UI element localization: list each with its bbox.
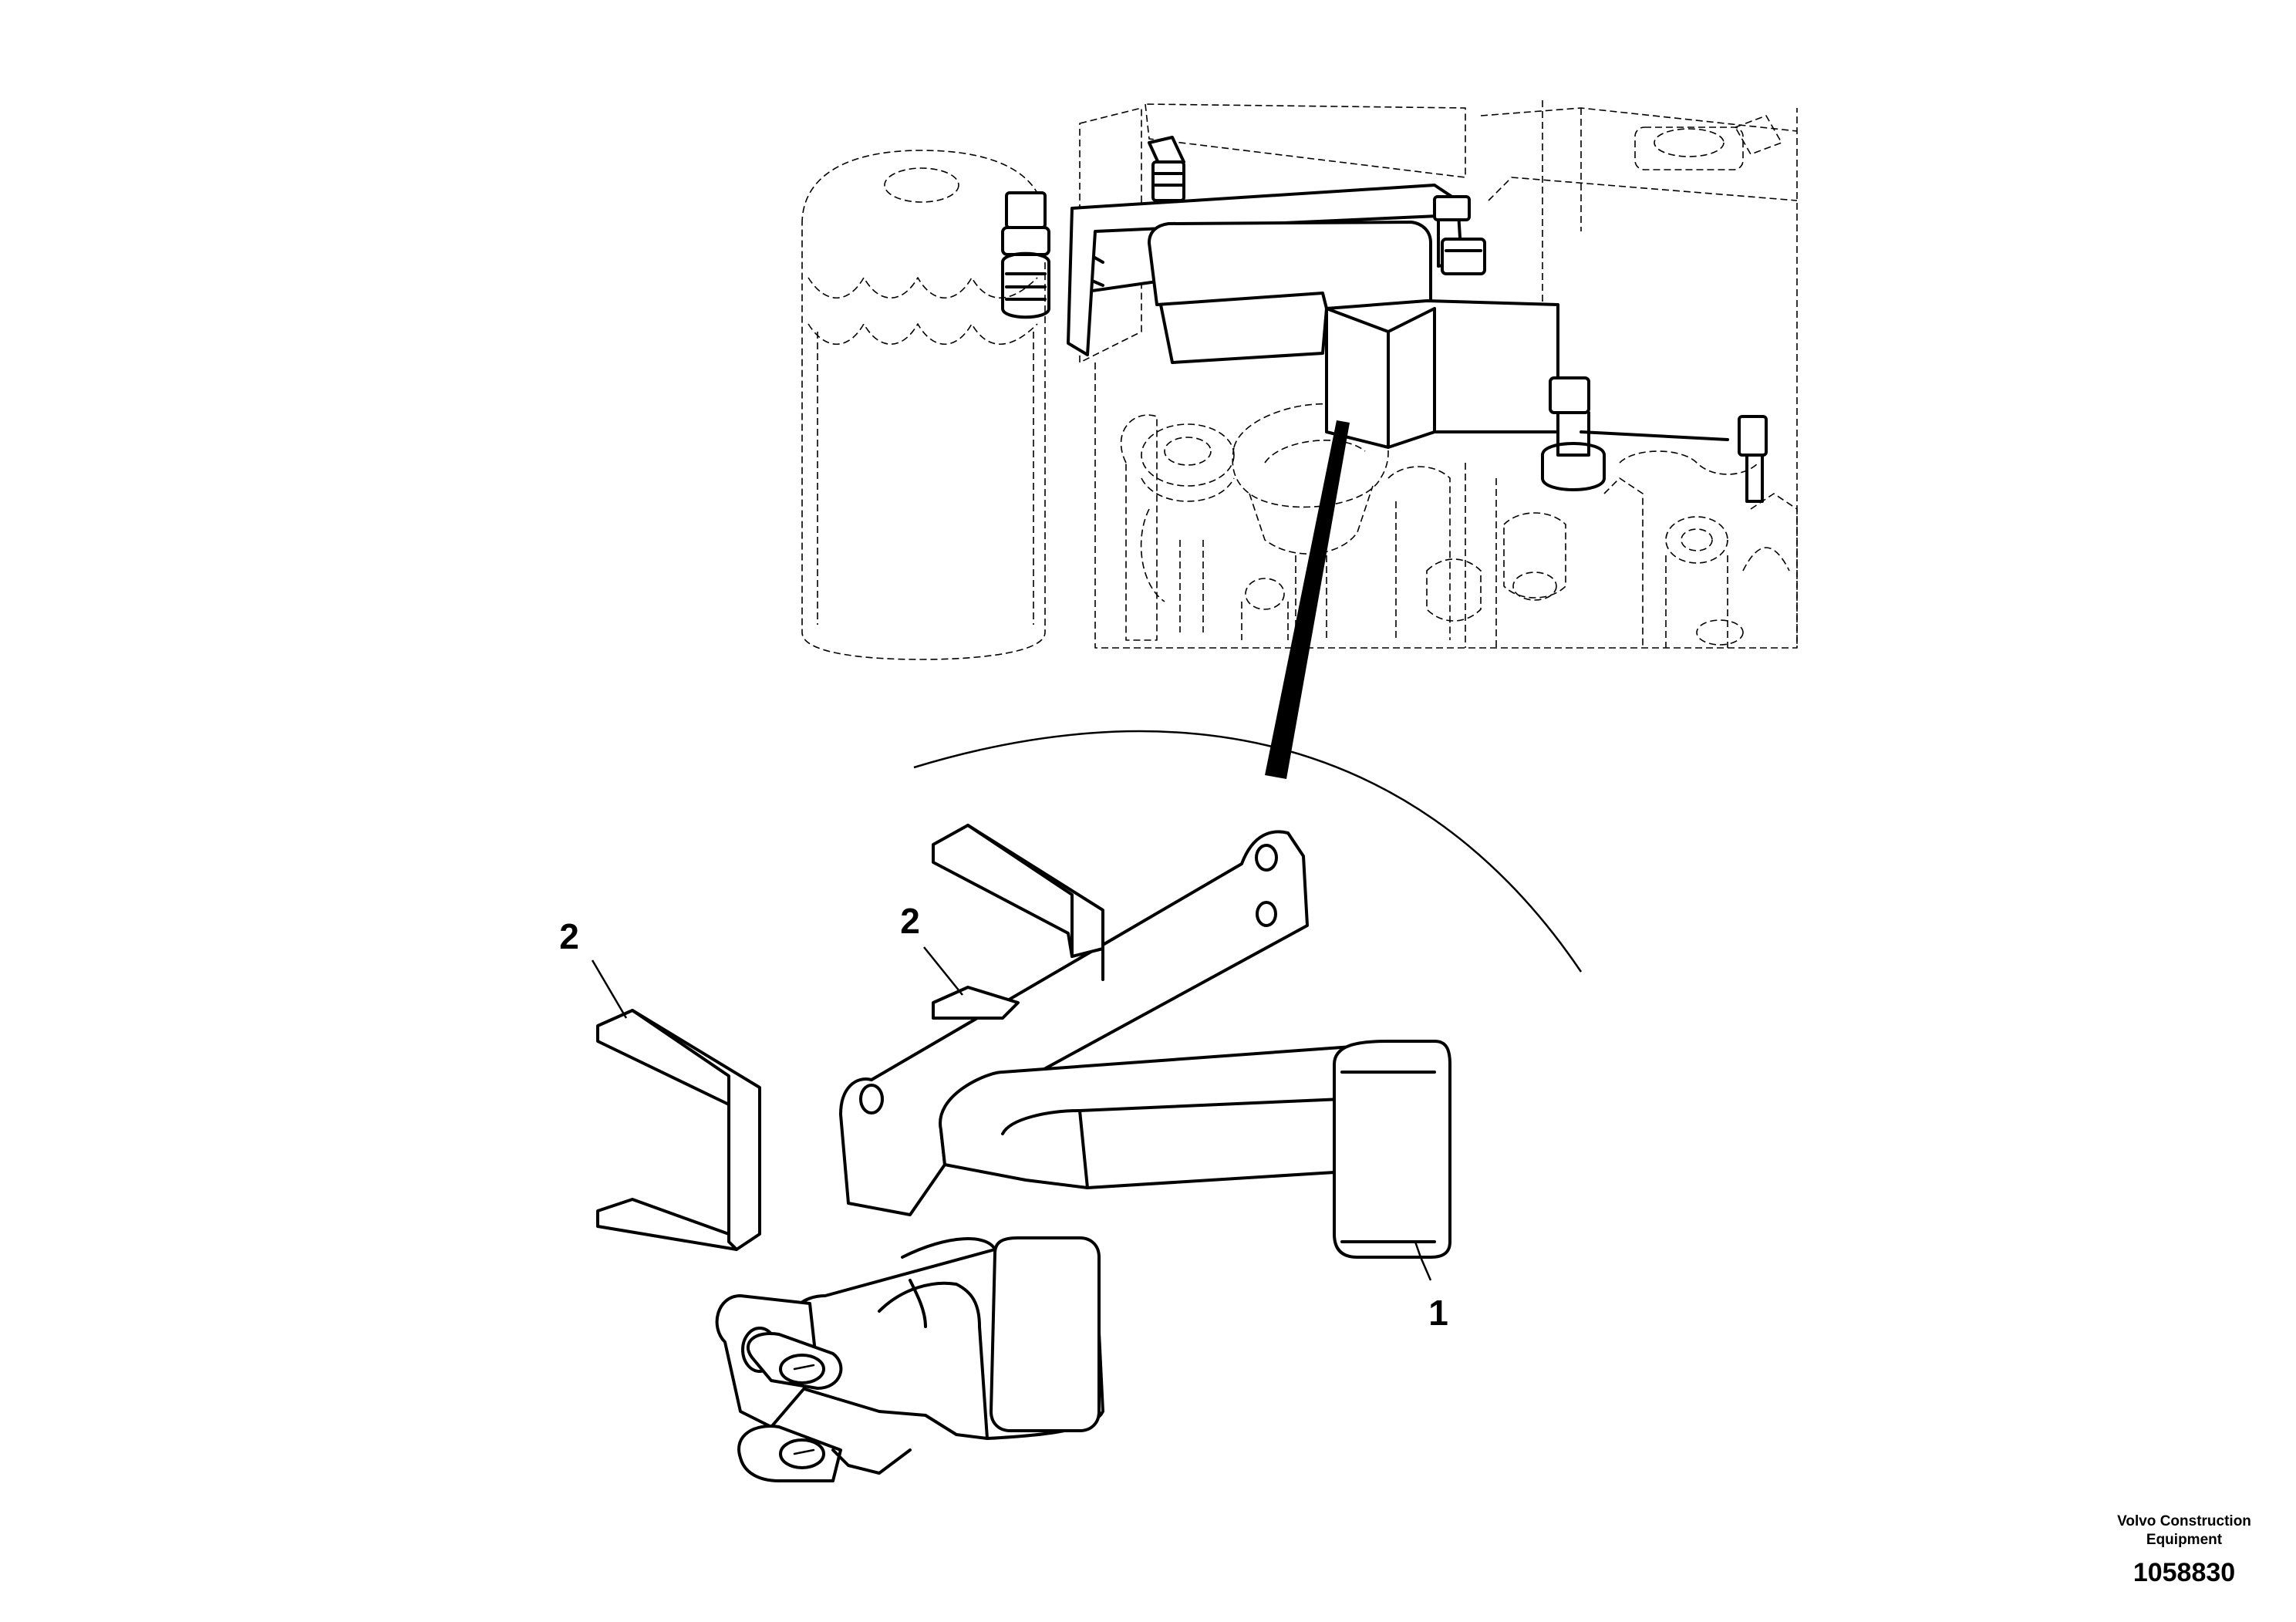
leader-part-1 <box>1414 1241 1432 1281</box>
brand-line-2: Equipment <box>2146 1532 2223 1548</box>
engine-overview-view <box>801 100 1798 660</box>
brand-line-1: Volvo Construction <box>2117 1513 2251 1529</box>
callout-part-1: 1 <box>1428 1293 1448 1333</box>
detail-leader-wedge <box>1265 420 1350 779</box>
callout-part-2-left: 2 <box>559 916 579 956</box>
document-number: 1058830 <box>2133 1558 2235 1587</box>
callout-part-2-right: 2 <box>900 901 920 941</box>
u-clip-right <box>932 824 1104 1020</box>
detail-view <box>591 420 1583 1482</box>
bolt-right-lower <box>1541 376 1729 491</box>
oil-cooler-assembly <box>1001 136 1768 503</box>
block-ribs <box>1241 463 1566 648</box>
u-clip-left <box>596 1009 761 1251</box>
engine-block <box>1079 100 1798 649</box>
right-side-fittings <box>1603 450 1798 648</box>
bolt-top <box>1148 136 1185 202</box>
bolt-left <box>1001 191 1050 319</box>
pipe-fitting <box>1738 415 1768 503</box>
leader-part-2-right <box>923 946 963 996</box>
leader-part-2-left <box>591 959 628 1019</box>
bracket-part-1 <box>715 830 1451 1482</box>
block-boss-left <box>1120 414 1235 641</box>
detail-circle-arc <box>913 730 1583 973</box>
bolt-right-upper <box>1433 195 1486 275</box>
